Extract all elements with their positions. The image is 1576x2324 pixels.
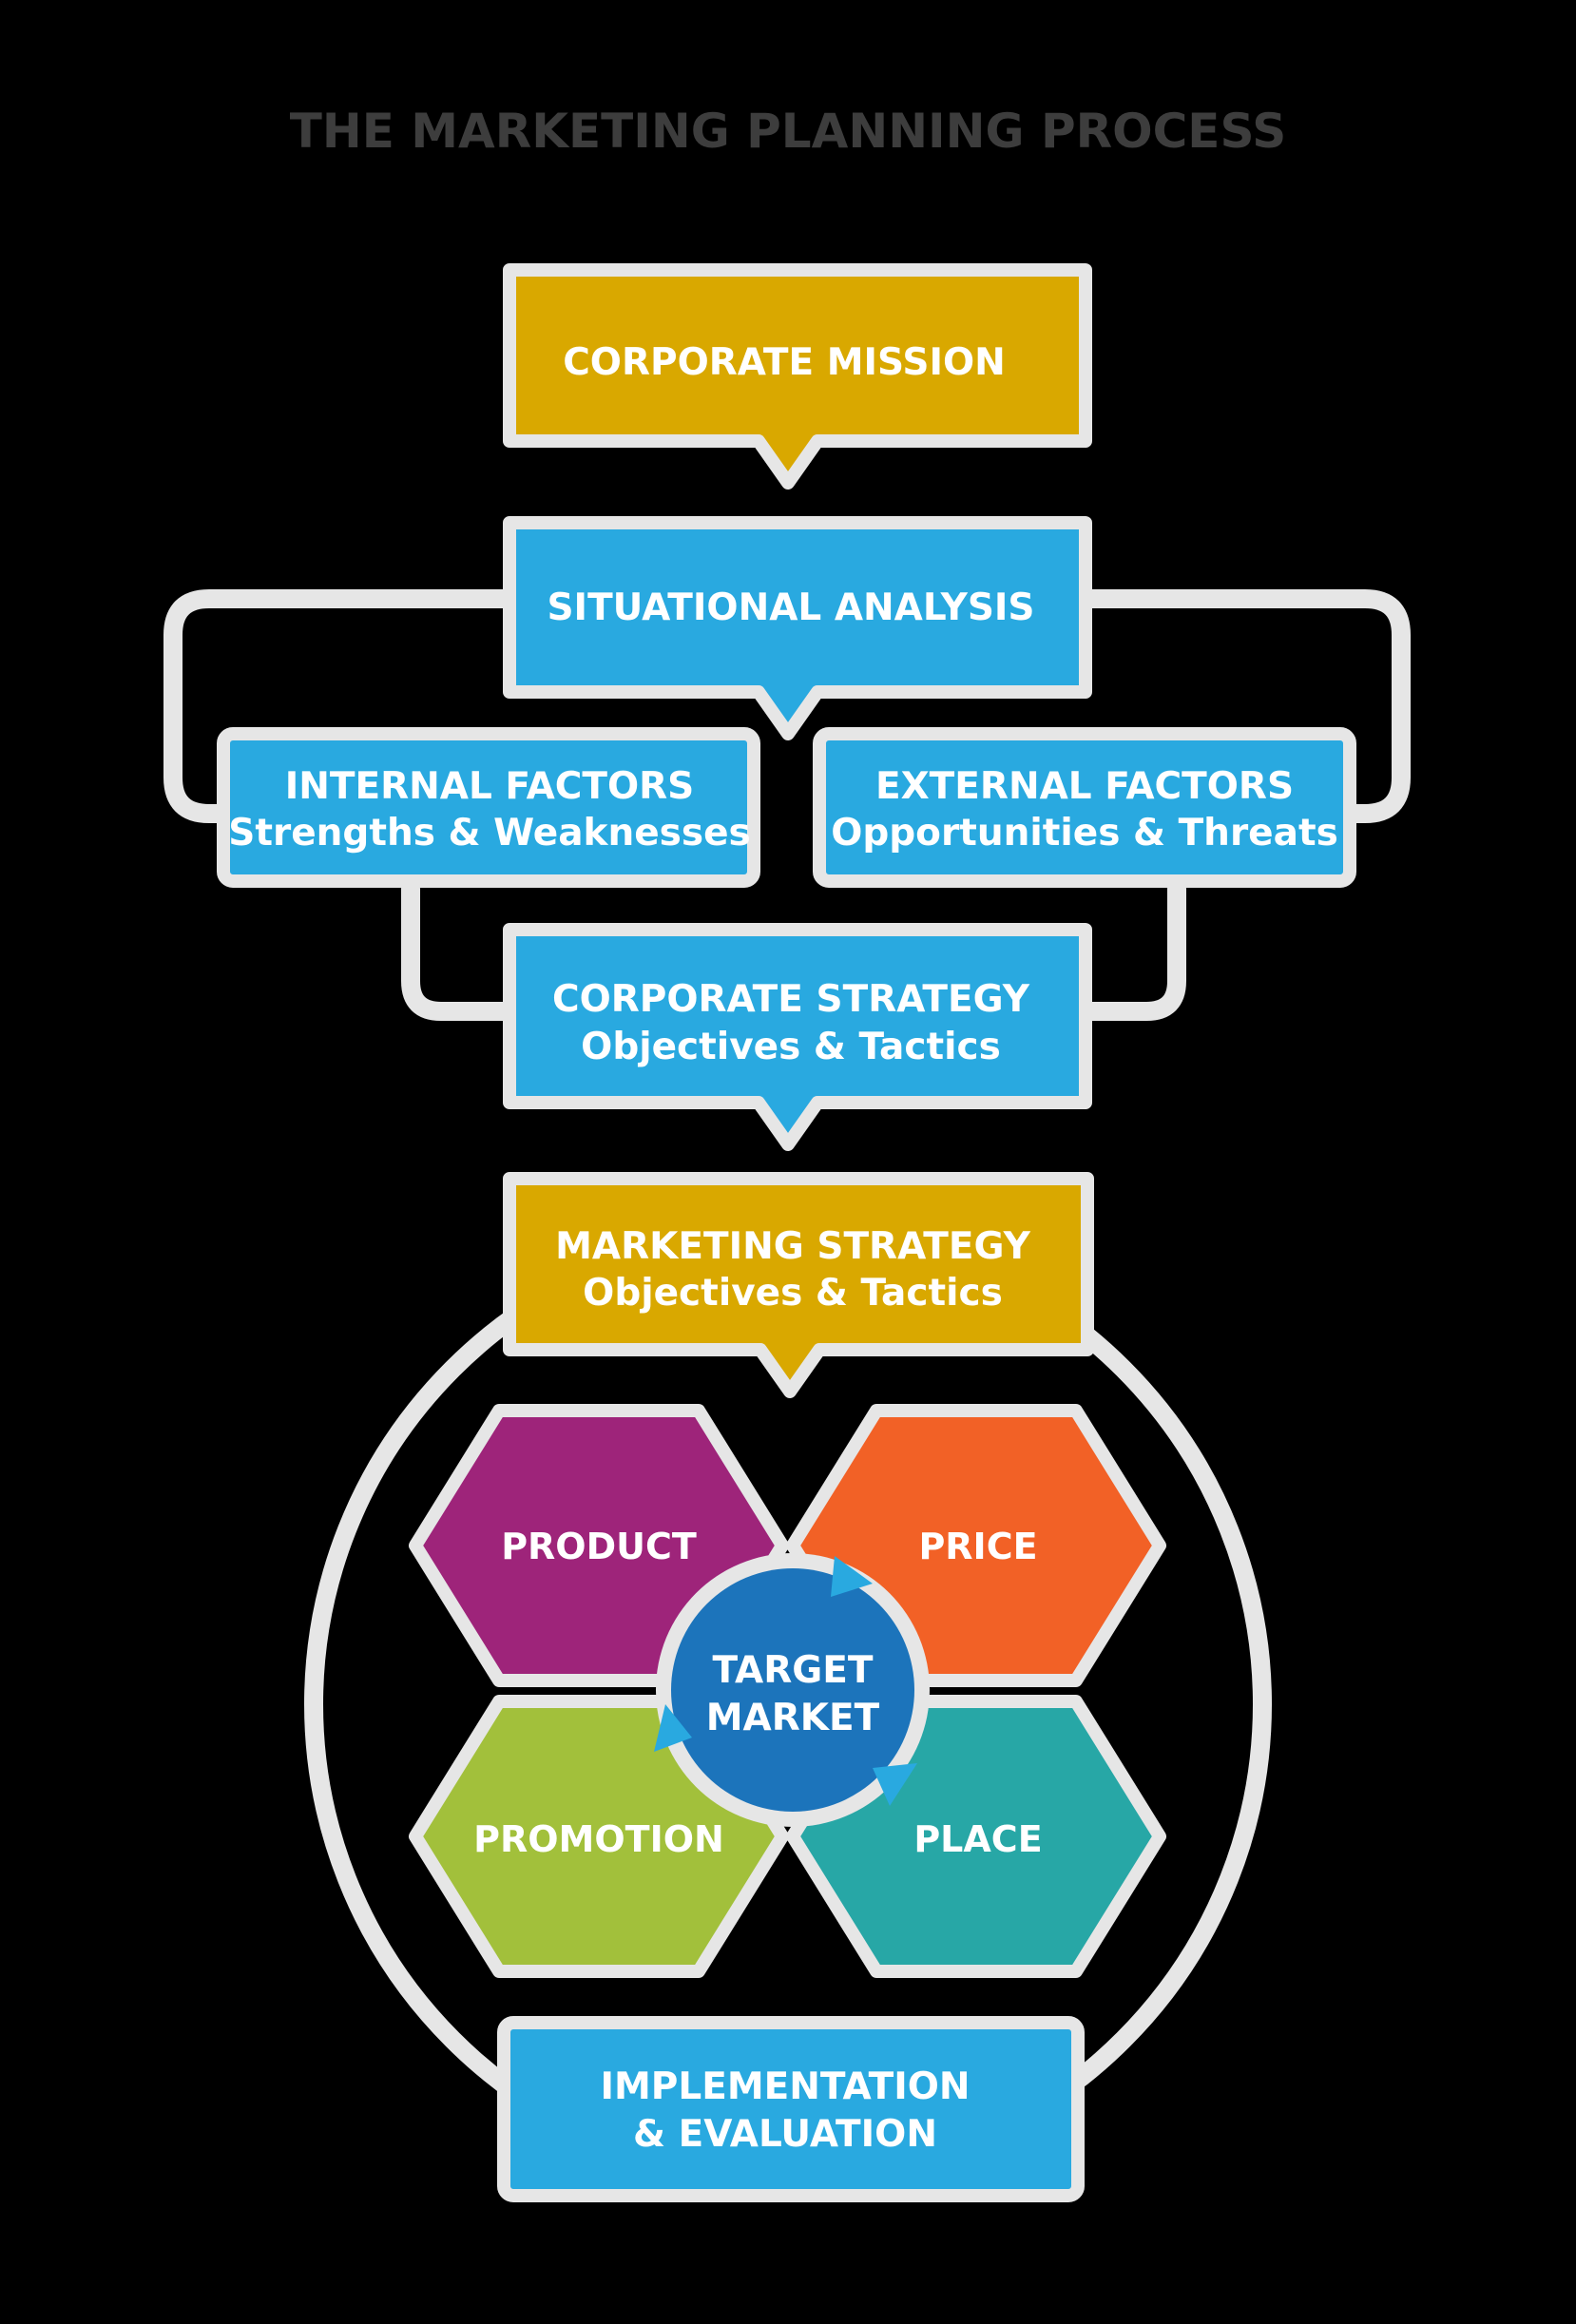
cycle-arrows (654, 1556, 917, 1806)
marketing-mix: PRODUCT PRICE PROMOTION PLACE TARGET MAR… (409, 1404, 1166, 1978)
implementation-title: IMPLEMENTATION (600, 2065, 970, 2108)
external-factors-shape (813, 727, 1356, 888)
implementation-box: IMPLEMENTATION & EVALUATION (497, 2016, 1085, 2202)
implementation-subtitle: & EVALUATION (633, 2113, 937, 2156)
corporate-mission-label: CORPORATE MISSION (563, 341, 1006, 384)
corporate-strategy-subtitle: Objectives & Tactics (581, 1026, 1001, 1068)
internal-factors-box: INTERNAL FACTORS Strengths & Weaknesses (217, 727, 760, 888)
situational-analysis-shape (503, 516, 1092, 740)
corporate-strategy-shape (503, 923, 1092, 1151)
page-title: THE MARKETING PLANNING PROCESS (290, 104, 1286, 159)
external-factors-box: EXTERNAL FACTORS Opportunities & Threats (813, 727, 1356, 888)
cycle-arrow-right-icon (873, 1763, 917, 1806)
corporate-strategy-title: CORPORATE STRATEGY (552, 978, 1030, 1021)
marketing-strategy-subtitle: Objectives & Tactics (583, 1272, 1003, 1315)
target-market-circle (671, 1568, 914, 1812)
situational-analysis-label: SITUATIONAL ANALYSIS (547, 586, 1034, 629)
connector-external-strategy (1074, 879, 1186, 1021)
internal-factors-subtitle: Strengths & Weaknesses (228, 812, 751, 855)
connector-situational-external (1074, 589, 1411, 823)
place-label: PLACE (913, 1818, 1042, 1860)
cycle-arrow-top-icon (831, 1556, 873, 1597)
marketing-strategy-box: MARKETING STRATEGY Objectives & Tactics (503, 1172, 1094, 1398)
target-market-line2: MARKET (706, 1697, 880, 1739)
connector-situational-internal (163, 589, 513, 823)
cycle-arrow-left-icon (654, 1704, 692, 1752)
corporate-strategy-box: CORPORATE STRATEGY Objectives & Tactics (503, 923, 1092, 1151)
target-market-line1: TARGET (712, 1649, 873, 1692)
product-label: PRODUCT (501, 1526, 697, 1567)
external-factors-subtitle: Opportunities & Threats (831, 812, 1338, 855)
marketing-strategy-shape (503, 1172, 1094, 1398)
internal-factors-shape (217, 727, 760, 888)
price-label: PRICE (918, 1526, 1037, 1567)
external-factors-title: EXTERNAL FACTORS (875, 765, 1294, 808)
marketing-strategy-title: MARKETING STRATEGY (555, 1225, 1031, 1268)
situational-analysis-box: SITUATIONAL ANALYSIS (503, 516, 1092, 740)
implementation-shape (497, 2016, 1085, 2202)
corporate-mission-box: CORPORATE MISSION (503, 263, 1093, 490)
target-market: TARGET MARKET (654, 1553, 930, 1827)
corporate-mission-shape (503, 263, 1093, 490)
connector-internal-strategy (401, 879, 518, 1021)
promotion-label: PROMOTION (473, 1818, 724, 1860)
internal-factors-title: INTERNAL FACTORS (285, 765, 695, 808)
